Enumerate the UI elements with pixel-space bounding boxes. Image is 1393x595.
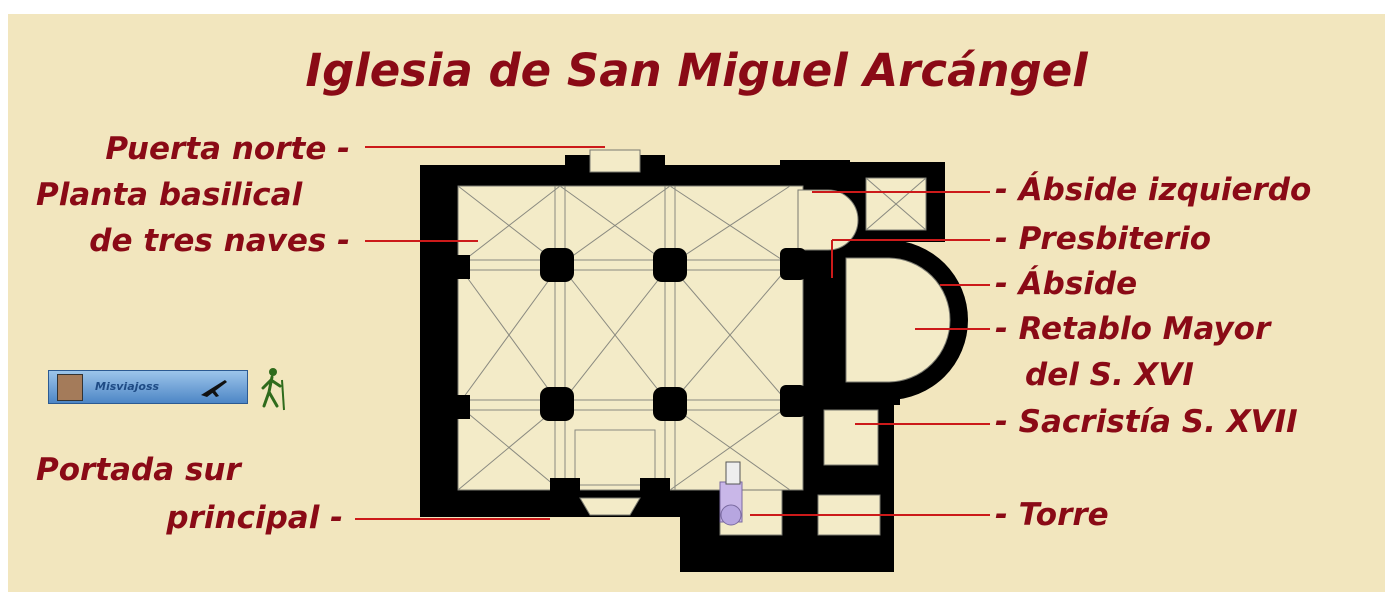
label-portada-line2: principal - bbox=[166, 500, 343, 536]
author-avatar-icon bbox=[57, 374, 83, 401]
vault-ribs bbox=[457, 177, 927, 491]
label-retablo-line1: - Retablo Mayor bbox=[995, 311, 1271, 347]
label-presbiterio: - Presbiterio bbox=[995, 221, 1212, 257]
label-puerta-norte: Puerta norte - bbox=[105, 131, 350, 167]
label-retablo-line2: del S. XVI bbox=[1025, 357, 1194, 393]
label-abside-izquierdo: - Ábside izquierdo bbox=[995, 172, 1312, 208]
airplane-icon bbox=[201, 380, 227, 397]
label-sacristia: - Sacristía S. XVII bbox=[995, 404, 1298, 440]
diagram-title: Iglesia de San Miguel Arcángel bbox=[305, 44, 1088, 97]
pointer-lines bbox=[355, 146, 990, 520]
pillars bbox=[450, 155, 806, 504]
label-torre: - Torre bbox=[995, 497, 1109, 533]
label-planta-line1: Planta basilical bbox=[36, 177, 303, 213]
label-planta-line2: de tres naves - bbox=[89, 223, 350, 259]
badge-text: Misviajoss bbox=[95, 380, 160, 393]
hiker-icon bbox=[261, 368, 285, 411]
label-abside: - Ábside bbox=[995, 266, 1138, 302]
label-portada-line1: Portada sur bbox=[36, 452, 241, 488]
tower-stair-icon bbox=[719, 461, 743, 526]
doorways bbox=[579, 149, 641, 516]
misviajoss-badge[interactable]: Misviajoss bbox=[48, 370, 248, 404]
